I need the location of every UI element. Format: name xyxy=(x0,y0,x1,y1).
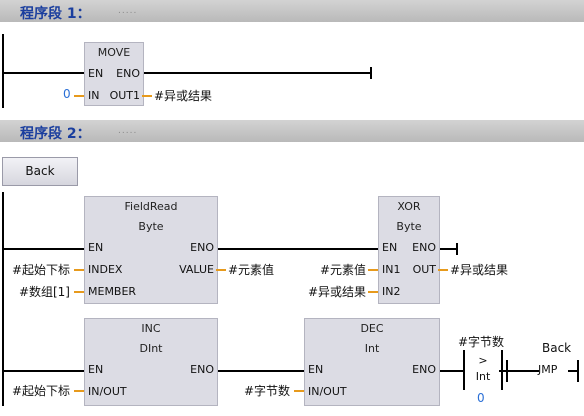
network-2-header[interactable]: 程序段 2： ..... xyxy=(0,120,584,142)
fieldread-eno-pin: ENO xyxy=(190,241,214,254)
xor-out-pin: OUT xyxy=(412,263,436,276)
move-out-variable[interactable]: #异或结果 xyxy=(154,89,213,103)
move-eno-pin: ENO xyxy=(116,67,140,80)
inc-inout-variable[interactable]: #起始下标 xyxy=(11,384,70,398)
inc-box[interactable]: INC DInt EN ENO IN/OUT xyxy=(84,318,218,406)
fieldread-title: FieldRead xyxy=(124,200,178,213)
fieldread-member-variable[interactable]: #数组[1] xyxy=(18,285,70,299)
xor-out-variable[interactable]: #异或结果 xyxy=(450,263,509,277)
dec-eno-pin: ENO xyxy=(412,363,436,376)
inc-title: INC xyxy=(141,322,161,335)
compare-operand-2[interactable]: 0 xyxy=(477,391,485,405)
fieldread-box[interactable]: FieldRead Byte EN ENO INDEX VALUE MEMBER xyxy=(84,196,218,304)
dec-inout-variable[interactable]: #字节数 xyxy=(243,384,290,398)
xor-box[interactable]: XOR Byte EN ENO IN1 OUT IN2 xyxy=(378,196,440,304)
rung-2-middle xyxy=(216,370,304,372)
xor-in1-pin: IN1 xyxy=(382,263,401,276)
compare-operator: > xyxy=(478,354,488,367)
dec-type[interactable]: Int xyxy=(364,342,380,355)
xor-out-connector xyxy=(438,269,448,271)
move-in-pin: IN xyxy=(88,89,100,102)
fieldread-type[interactable]: Byte xyxy=(138,220,164,233)
rung-1-left xyxy=(2,248,84,250)
dec-inout-pin: IN/OUT xyxy=(308,385,347,398)
move-title: MOVE xyxy=(97,46,131,59)
rung-1-end-cap xyxy=(456,243,458,255)
move-out-connector xyxy=(142,95,152,97)
dec-inout-connector xyxy=(294,390,304,392)
jump-target-label[interactable]: Back xyxy=(542,341,572,355)
xor-in2-connector xyxy=(368,291,378,293)
inc-eno-pin: ENO xyxy=(190,363,214,376)
rung-2-to-jump xyxy=(499,370,539,372)
fieldread-en-pin: EN xyxy=(88,241,104,254)
inc-type[interactable]: DInt xyxy=(139,342,163,355)
compare-type[interactable]: Int xyxy=(475,370,491,383)
move-in-value[interactable]: 0 xyxy=(63,87,71,101)
dec-title: DEC xyxy=(360,322,384,335)
move-out1-pin: OUT1 xyxy=(109,89,140,102)
xor-in2-pin: IN2 xyxy=(382,285,401,298)
fieldread-member-pin: MEMBER xyxy=(88,285,137,298)
move-box[interactable]: MOVE EN ENO IN OUT1 xyxy=(84,42,144,106)
network-1-rung-left xyxy=(2,72,84,74)
inc-inout-pin: IN/OUT xyxy=(88,385,127,398)
network-1-rung-right xyxy=(142,72,372,74)
fieldread-value-connector xyxy=(216,269,226,271)
network-1-power-rail xyxy=(2,34,4,108)
fieldread-value-variable[interactable]: #元素值 xyxy=(228,263,275,277)
move-in-connector xyxy=(74,95,84,97)
network-2-power-rail xyxy=(2,192,4,406)
fieldread-value-pin: VALUE xyxy=(179,263,214,276)
rung-1-middle xyxy=(216,248,378,250)
network-1-title: 程序段 1： xyxy=(20,6,91,22)
jump-instruction[interactable]: JMP xyxy=(538,363,558,376)
network-1-header[interactable]: 程序段 1： ..... xyxy=(0,0,584,22)
xor-in1-connector xyxy=(368,269,378,271)
xor-in1-variable[interactable]: #元素值 xyxy=(319,263,366,277)
compare-contact[interactable]: > Int xyxy=(463,350,503,390)
jump-label-back[interactable]: Back xyxy=(2,157,78,186)
move-en-pin: EN xyxy=(88,67,104,80)
fieldread-member-connector xyxy=(74,291,84,293)
inc-inout-connector xyxy=(74,390,84,392)
fieldread-index-connector xyxy=(74,269,84,271)
fieldread-index-pin: INDEX xyxy=(88,263,123,276)
dec-box[interactable]: DEC Int EN ENO IN/OUT xyxy=(304,318,440,406)
xor-title: XOR xyxy=(397,200,421,213)
jump-coil-right xyxy=(577,360,579,382)
dec-en-pin: EN xyxy=(308,363,324,376)
xor-en-pin: EN xyxy=(382,241,398,254)
rung-2-left xyxy=(2,370,84,372)
jump-coil-tail xyxy=(568,370,578,372)
xor-in2-variable[interactable]: #异或结果 xyxy=(307,285,366,299)
jump-coil-left xyxy=(506,360,508,382)
network-2-comment[interactable]: ..... xyxy=(118,126,138,136)
rung-1-end xyxy=(438,248,458,250)
network-1-comment[interactable]: ..... xyxy=(118,6,138,16)
xor-type[interactable]: Byte xyxy=(396,220,422,233)
compare-operand-1[interactable]: #字节数 xyxy=(458,335,505,349)
fieldread-index-variable[interactable]: #起始下标 xyxy=(11,263,70,277)
network-1-rung-end xyxy=(370,67,372,79)
xor-eno-pin: ENO xyxy=(412,241,436,254)
rung-2-to-compare xyxy=(438,370,463,372)
inc-en-pin: EN xyxy=(88,363,104,376)
network-2-title: 程序段 2： xyxy=(20,126,91,142)
